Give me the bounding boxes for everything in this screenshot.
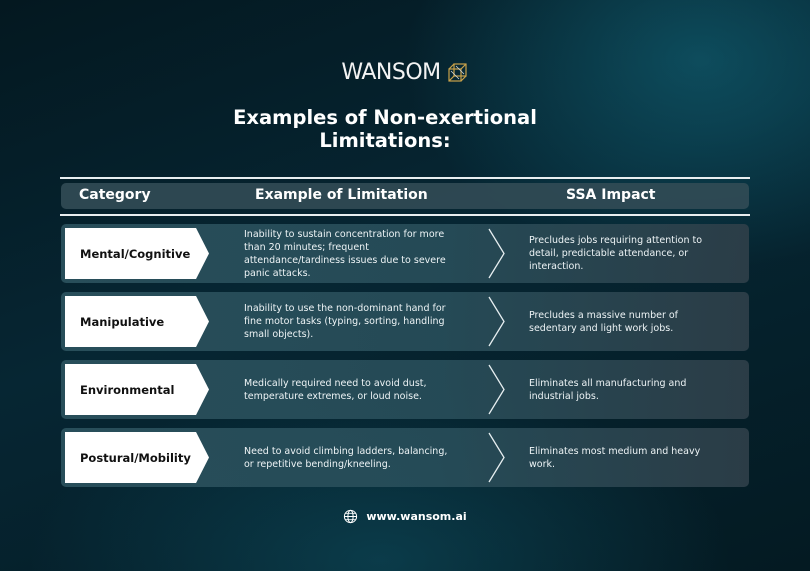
header-example: Example of Limitation <box>255 187 428 203</box>
table-row: Environmental Medically required need to… <box>61 360 749 419</box>
brand-name: WANSOM <box>341 60 441 85</box>
category-tab: Environmental <box>65 364 209 415</box>
impact-text: Precludes jobs requiring attention to de… <box>529 235 703 272</box>
example-text: Need to avoid climbing ladders, balancin… <box>244 445 448 470</box>
cube-icon <box>448 62 467 82</box>
table-row: Manipulative Inability to use the non-do… <box>61 292 749 351</box>
impact-text: Eliminates most medium and heavy work. <box>529 445 701 470</box>
example-text: Inability to sustain concentration for m… <box>244 228 446 279</box>
category-tab: Mental/Cognitive <box>65 228 209 279</box>
example-text: Medically required need to avoid dust, t… <box>244 377 427 402</box>
table-row: Postural/Mobility Need to avoid climbing… <box>61 428 749 487</box>
header-category: Category <box>79 187 151 203</box>
category-label: Postural/Mobility <box>80 450 191 465</box>
chevron-right-icon <box>488 432 505 483</box>
chevron-right-icon <box>488 364 505 415</box>
brand-logo: WANSOM <box>0 60 810 85</box>
website-link[interactable]: www.wansom.ai <box>366 510 467 523</box>
example-text: Inability to use the non-dominant hand f… <box>244 303 446 340</box>
impact-text: Precludes a massive number of sedentary … <box>529 309 679 334</box>
table-header: Category Example of Limitation SSA Impac… <box>61 183 749 209</box>
category-label: Environmental <box>80 382 175 397</box>
table-top-rule <box>60 177 750 179</box>
table-row: Mental/Cognitive Inability to sustain co… <box>61 224 749 283</box>
header-impact: SSA Impact <box>566 187 656 203</box>
impact-text: Eliminates all manufacturing and industr… <box>529 377 687 402</box>
category-label: Mental/Cognitive <box>80 246 191 261</box>
footer: www.wansom.ai <box>0 509 810 524</box>
page-title: Examples of Non-exertional Limitations: <box>233 106 537 152</box>
category-label: Manipulative <box>80 314 165 329</box>
chevron-right-icon <box>488 228 505 279</box>
globe-icon <box>344 509 358 524</box>
category-tab: Manipulative <box>65 296 209 347</box>
category-tab: Postural/Mobility <box>65 432 209 483</box>
table-header-rule <box>60 214 750 216</box>
chevron-right-icon <box>488 296 505 347</box>
